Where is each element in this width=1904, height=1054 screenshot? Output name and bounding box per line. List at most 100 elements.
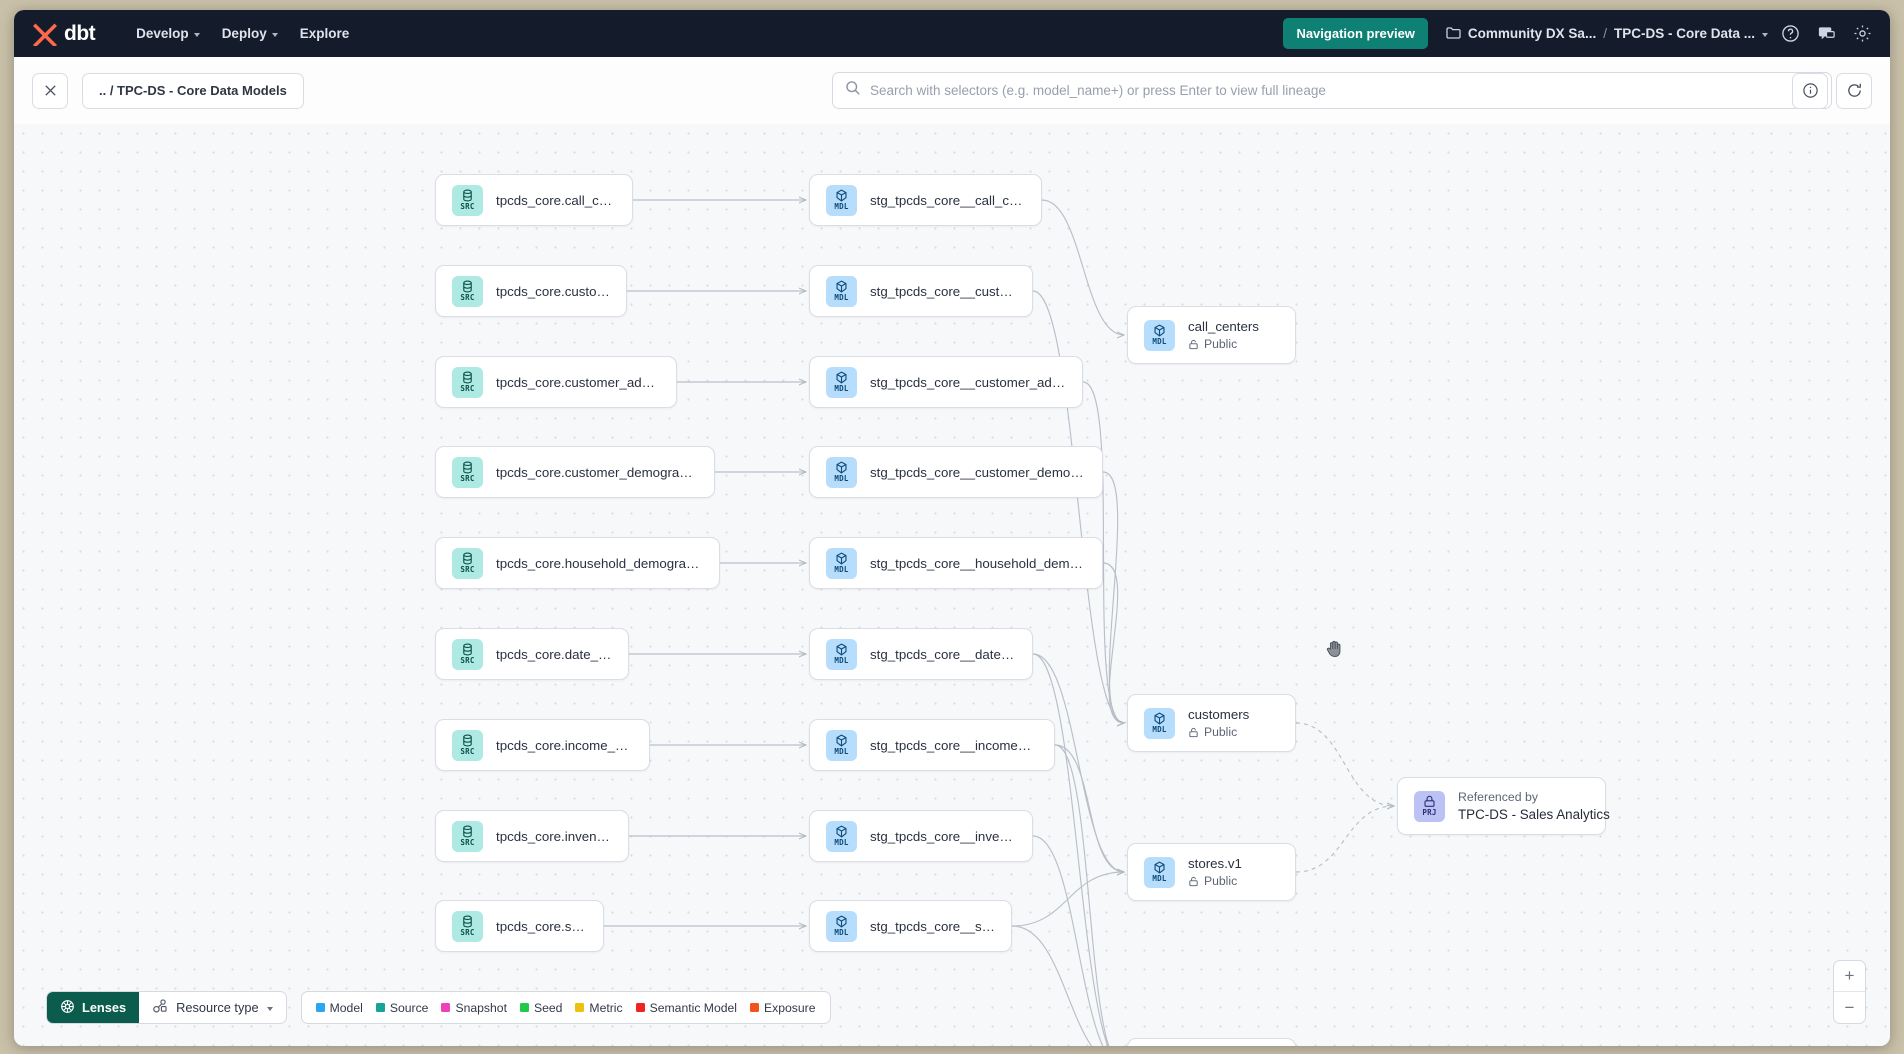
badge-tag: MDL: [834, 474, 849, 484]
src-badge-icon: SRC: [452, 275, 483, 307]
node-caption: Referenced by: [1458, 790, 1538, 804]
lenses-button[interactable]: Lenses: [47, 992, 140, 1023]
legend-item: Source: [375, 1001, 428, 1015]
zoom-in-button[interactable]: +: [1834, 961, 1865, 992]
refresh-icon[interactable]: [1836, 72, 1872, 109]
chevron-down-icon: [193, 32, 200, 37]
node-label: stg_tpcds_core__date_dim: [870, 646, 1016, 662]
prj-glyph-icon: [1423, 795, 1436, 808]
badge-tag: MDL: [1152, 725, 1167, 735]
legend-swatch: [315, 1003, 325, 1012]
dbt-wordmark: dbt: [64, 21, 96, 45]
node-access-label: Public: [1204, 874, 1238, 888]
lineage-edge: [1011, 872, 1124, 927]
mdl-badge-icon: MDL: [826, 729, 857, 761]
lineage-edge: [1032, 835, 1104, 1046]
mdl-glyph-icon: [835, 825, 848, 838]
badge-tag: MDL: [834, 747, 849, 757]
nav-deploy[interactable]: Deploy: [211, 20, 289, 47]
src-glyph-icon: [461, 643, 474, 656]
navigation-preview-button[interactable]: Navigation preview: [1283, 18, 1428, 49]
breadcrumb-account[interactable]: Community DX Sa...: [1467, 26, 1597, 41]
info-icon[interactable]: [1792, 72, 1828, 109]
badge-tag: PRJ: [1422, 808, 1437, 818]
src-badge-icon: SRC: [452, 638, 483, 670]
lineage-search[interactable]: [832, 72, 1832, 109]
nav-develop[interactable]: Develop: [125, 20, 211, 47]
top-nav-right-group: Navigation preview Community DX Sa... / …: [1283, 18, 1876, 49]
mdl-glyph-icon: [835, 915, 848, 928]
resource-type-icon: [152, 998, 168, 1017]
legend-swatch: [750, 1003, 759, 1012]
help-icon[interactable]: [1776, 20, 1804, 48]
lineage-node[interactable]: SRC tpcds_core.income_band: [435, 719, 650, 771]
lenses-label: Lenses: [82, 1000, 127, 1015]
zoom-out-button[interactable]: −: [1844, 997, 1855, 1017]
nav-deploy-label: Deploy: [221, 26, 267, 41]
legend-swatch: [575, 1003, 585, 1012]
breadcrumb: Community DX Sa... / TPC-DS - Core Data …: [1446, 26, 1768, 42]
badge-tag: SRC: [460, 838, 475, 848]
node-access: Public: [1188, 725, 1249, 739]
src-badge-icon: SRC: [452, 910, 483, 942]
lineage-edge: [1295, 722, 1394, 806]
feedback-icon[interactable]: [1812, 20, 1840, 48]
legend-label: Semantic Model: [649, 1000, 737, 1015]
resource-type-filter[interactable]: Resource type: [139, 992, 286, 1023]
nav-explore[interactable]: Explore: [289, 20, 361, 47]
mdl-glyph-icon: [835, 552, 848, 565]
badge-tag: SRC: [460, 202, 475, 212]
search-input[interactable]: [861, 83, 1821, 98]
badge-tag: MDL: [834, 928, 849, 938]
lineage-toolbar: .. / TPC-DS - Core Data Models: [14, 57, 1890, 124]
legend-item: Snapshot: [441, 1001, 507, 1015]
src-glyph-icon: [461, 915, 474, 928]
badge-tag: MDL: [834, 565, 849, 575]
badge-tag: MDL: [1152, 874, 1167, 884]
dbt-logo[interactable]: dbt: [32, 21, 96, 47]
grab-hand-cursor: [1324, 638, 1346, 660]
mdl-glyph-icon: [835, 371, 848, 384]
settings-icon[interactable]: [1848, 20, 1876, 48]
lineage-edge: [1011, 925, 1093, 1046]
lineage-edge: [1041, 199, 1124, 335]
src-badge-icon: SRC: [452, 729, 483, 761]
mdl-glyph-icon: [1153, 324, 1166, 337]
graph-breadcrumb-pill[interactable]: .. / TPC-DS - Core Data Models: [82, 72, 304, 109]
badge-tag: SRC: [460, 656, 475, 666]
mdl-badge-icon: MDL: [826, 910, 857, 942]
src-badge-icon: SRC: [452, 184, 483, 216]
chevron-down-icon[interactable]: [1762, 32, 1768, 37]
breadcrumb-project[interactable]: TPC-DS - Core Data ...: [1613, 26, 1755, 41]
node-label: tpcds_core.income_band: [496, 737, 633, 753]
legend-item: Seed: [519, 1001, 562, 1015]
close-button[interactable]: [32, 72, 68, 109]
mdl-badge-icon: MDL: [826, 184, 857, 216]
